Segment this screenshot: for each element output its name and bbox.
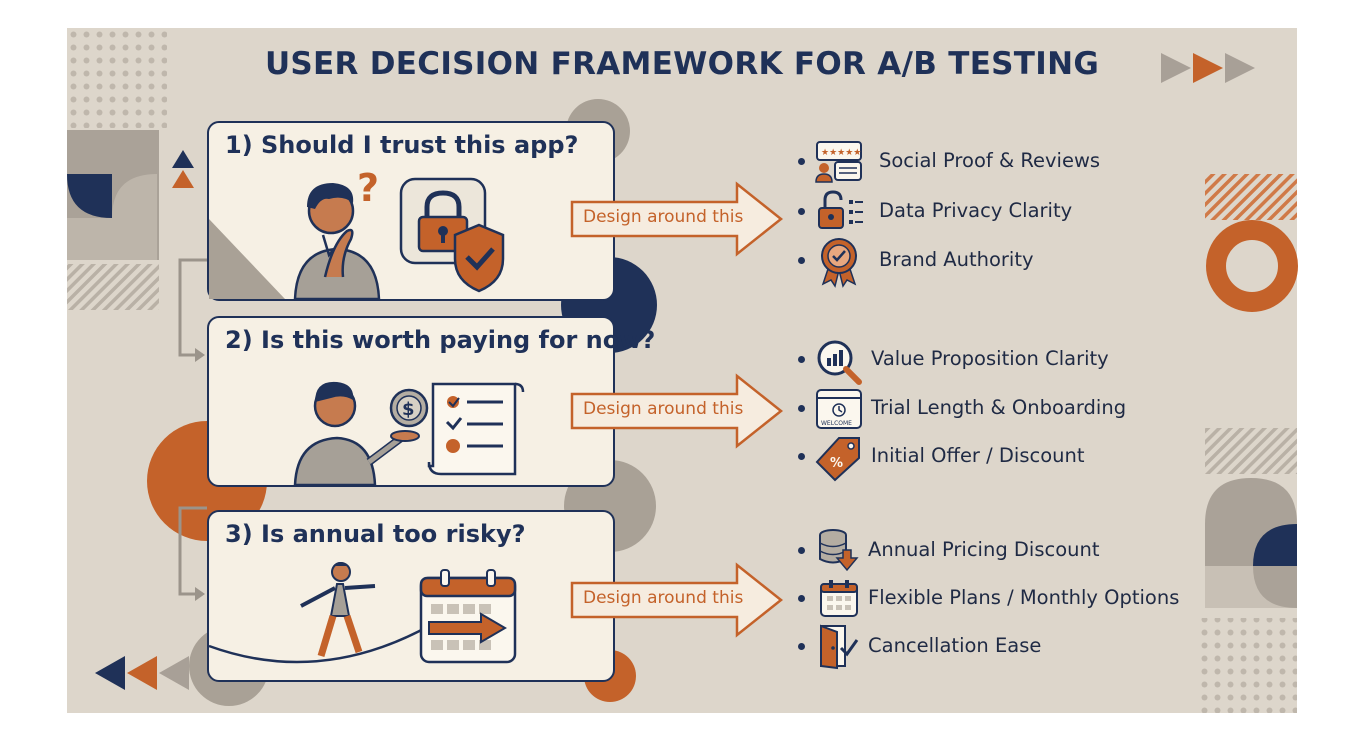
question-1-text: 1) Should I trust this app? (225, 131, 579, 159)
question-3-text: 3) Is annual too risky? (225, 520, 526, 548)
arrow-2 (570, 373, 784, 449)
option-brand-authority: Brand Authority (879, 248, 1034, 271)
badge-icon (821, 238, 857, 288)
option-annual-pricing: Annual Pricing Discount (868, 538, 1100, 561)
bullet (798, 595, 805, 602)
question-card-2: 2) Is this worth paying for now? $ (207, 316, 655, 487)
svg-text:?: ? (357, 166, 379, 210)
option-social-proof: Social Proof & Reviews (879, 149, 1101, 172)
calendar-arrow-icon (419, 569, 517, 664)
door-check-icon (820, 624, 859, 670)
reviews-icon: ★★★★★ (815, 141, 862, 183)
bullet (798, 158, 805, 165)
option-flexible-plans: Flexible Plans / Monthly Options (868, 586, 1180, 609)
question-card-3: 3) Is annual too risky? (207, 510, 615, 682)
question-2-text: 2) Is this worth paying for now? (225, 326, 656, 354)
magnifier-chart-icon (817, 340, 862, 385)
arrow-3 (570, 562, 784, 638)
bullet (798, 643, 805, 650)
bullet (798, 356, 805, 363)
bullet (798, 208, 805, 215)
welcome-text: WELCOME (821, 420, 852, 427)
page-title: USER DECISION FRAMEWORK FOR A/B TESTING (264, 46, 1100, 82)
unlocked-privacy-icon (818, 190, 863, 229)
welcome-clock-icon: WELCOME (816, 389, 862, 429)
bullet (798, 547, 805, 554)
tightrope-walker-icon (208, 562, 430, 664)
calendar-icon (820, 580, 858, 617)
svg-text:$: $ (402, 399, 415, 420)
arrow-1 (570, 181, 784, 257)
question-card-1: 1) Should I trust this app? ? (207, 121, 615, 301)
option-trial-length: Trial Length & Onboarding (871, 396, 1127, 419)
svg-text:%: % (830, 456, 843, 471)
bullet (798, 257, 805, 264)
option-value-proposition: Value Proposition Clarity (871, 347, 1109, 370)
checklist-icon (427, 382, 525, 476)
discount-tag-icon: % (815, 437, 860, 482)
padlock-shield-icon (399, 177, 505, 293)
arrow-2-label: Design around this (583, 399, 744, 419)
poster: USER DECISION FRAMEWORK FOR A/B TESTING … (67, 28, 1298, 713)
bullet (798, 405, 805, 412)
card-corner-triangle (209, 219, 285, 299)
thinking-person-icon (293, 183, 381, 301)
coin-stack-down-icon (819, 529, 859, 572)
bullet (798, 453, 805, 460)
question-mark-icon: ? (357, 166, 379, 210)
option-data-privacy: Data Privacy Clarity (879, 199, 1073, 222)
arrow-1-label: Design around this (583, 207, 744, 227)
person-coin-icon: $ (293, 381, 429, 487)
arrow-3-label: Design around this (583, 588, 744, 608)
option-cancellation-ease: Cancellation Ease (868, 634, 1042, 657)
svg-text:★★★★★: ★★★★★ (821, 148, 861, 158)
option-initial-offer: Initial Offer / Discount (871, 444, 1085, 467)
